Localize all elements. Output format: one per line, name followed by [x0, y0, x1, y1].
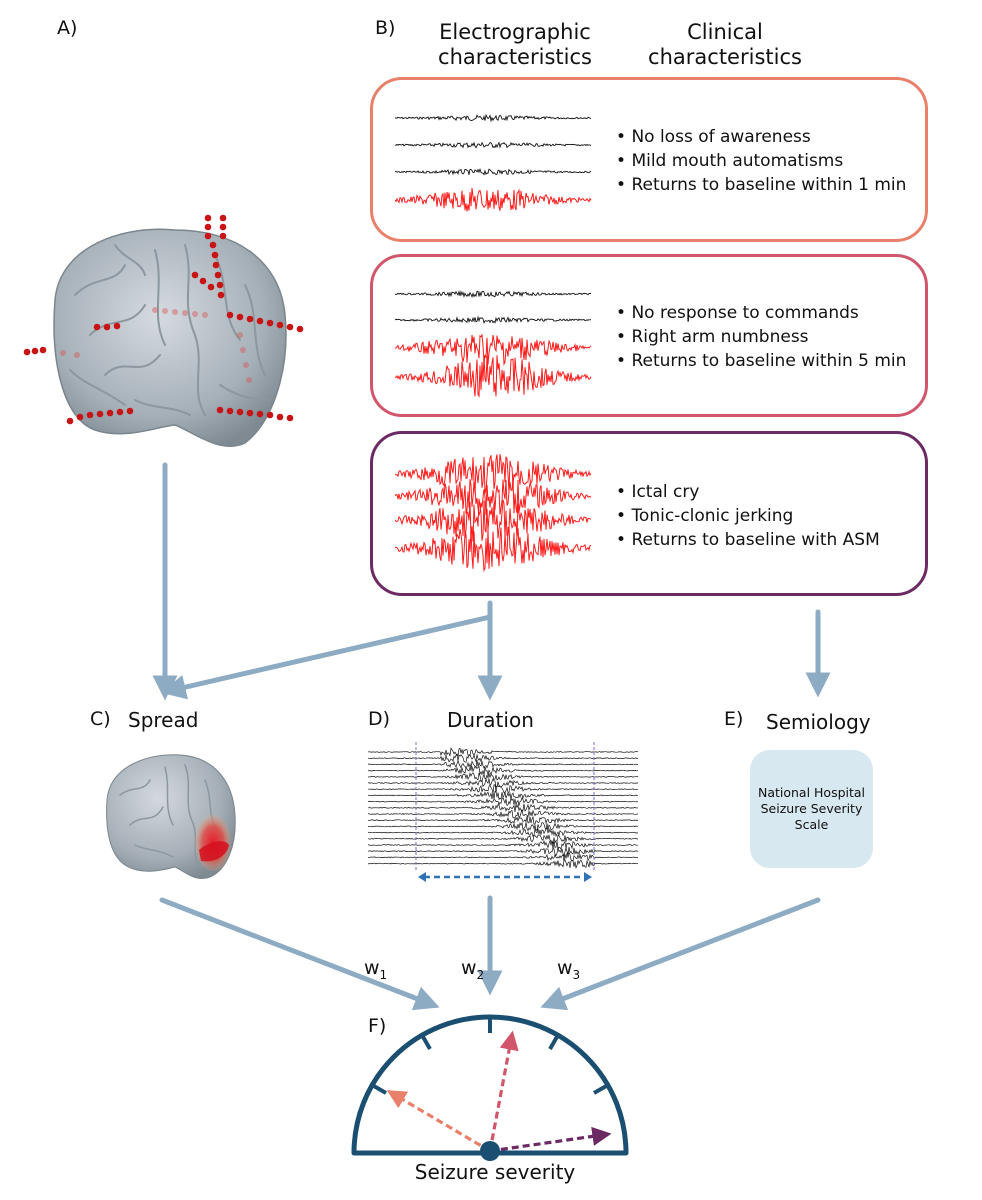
duration-eeg-channel	[368, 839, 639, 851]
electrographic-header-line2: characteristics	[438, 45, 592, 69]
duration-span-arrowhead	[418, 872, 426, 882]
semiology-scale-line1: National Hospital	[757, 785, 866, 800]
duration-eeg-channel	[368, 777, 639, 788]
duration-eeg-channel	[368, 827, 639, 838]
duration-eeg-channel	[368, 834, 638, 845]
box-mild-item-3: Returns to baseline within 1 min	[616, 173, 906, 197]
duration-eeg-channel	[368, 790, 639, 801]
eeg-trace-active	[395, 478, 592, 516]
box-mild-clinical-list: No loss of awareness Mild mouth automati…	[616, 125, 906, 197]
weight-w3: w3	[557, 957, 580, 982]
box-mild-item-2: Mild mouth automatisms	[616, 149, 906, 173]
semiology-scale-line2: Seizure Severity	[760, 801, 863, 816]
eeg-trace-baseline	[395, 290, 592, 299]
clinical-header-line2: characteristics	[648, 45, 802, 69]
panel-f-label: F)	[368, 1015, 387, 1037]
eeg-trace-active	[395, 333, 592, 367]
duration-span-arrowhead	[584, 872, 592, 882]
clinical-header: Clinical characteristics	[630, 20, 820, 70]
duration-eeg-channel	[368, 784, 639, 794]
semiology-label: Semiology	[766, 710, 871, 734]
weight-w2-sub: 2	[476, 967, 485, 982]
gauge-needle-moderate	[488, 1030, 519, 1152]
box-mild-item-1: No loss of awareness	[616, 125, 906, 149]
weight-w2: w2	[461, 957, 484, 982]
gauge-tick	[420, 1034, 432, 1050]
spread-brain-image	[106, 754, 236, 879]
panel-b-label: B)	[375, 17, 396, 39]
duration-eeg-channel	[368, 809, 639, 819]
eeg-trace-baseline	[395, 315, 592, 325]
box-severe-clinical-list: Ictal cry Tonic-clonic jerking Returns t…	[616, 480, 880, 552]
duration-eeg-channel	[368, 765, 639, 776]
duration-eeg-channel	[368, 772, 639, 783]
gauge-tick	[548, 1034, 560, 1050]
electrographic-header-line1: Electrographic	[439, 20, 591, 44]
weight-w2-base: w	[461, 957, 477, 979]
gauge-tick	[593, 1083, 609, 1095]
eeg-trace-active	[395, 454, 592, 494]
weight-w3-base: w	[557, 957, 573, 979]
gauge-pivot	[480, 1141, 500, 1161]
box-severe-item-3: Returns to baseline with ASM	[616, 528, 879, 552]
panel-a-label: A)	[57, 17, 78, 39]
duration-eeg-channel	[368, 796, 639, 806]
panel-e-label: E)	[724, 708, 744, 730]
eeg-trace-baseline	[395, 167, 592, 176]
duration-eeg-channel	[368, 859, 639, 870]
weight-w3-sub: 3	[572, 967, 581, 982]
box-moderate-item-1: No response to commands	[616, 301, 906, 325]
severity-gauge	[351, 1014, 629, 1161]
duration-eeg-channel	[368, 803, 639, 813]
duration-eeg-channel	[368, 753, 638, 763]
weight-w1: w1	[364, 957, 387, 982]
eeg-trace-active	[395, 355, 592, 398]
panel-c-label: C)	[90, 708, 111, 730]
panel-d-label: D)	[368, 708, 391, 730]
gauge-needle-severe	[489, 1126, 612, 1153]
eeg-trace-active	[395, 526, 592, 573]
box-severe-item-1: Ictal cry	[616, 480, 880, 504]
semiology-scale-line3: Scale	[794, 817, 829, 832]
spread-label: Spread	[128, 708, 199, 732]
duration-eeg-channel	[368, 821, 639, 832]
gauge-needle-mild	[386, 1090, 491, 1153]
gauge-dial	[351, 1014, 629, 1156]
eeg-trace-active	[395, 187, 592, 212]
eeg-traces	[395, 113, 592, 573]
weight-w1-base: w	[364, 957, 380, 979]
weight-w1-sub: 1	[379, 967, 388, 982]
duration-eeg-channel	[368, 852, 639, 862]
eeg-trace-active	[395, 498, 592, 542]
duration-eeg-channel	[368, 815, 639, 825]
duration-eeg-channel	[368, 759, 639, 770]
clinical-header-line1: Clinical	[687, 20, 763, 44]
box-moderate-item-2: Right arm numbness	[616, 325, 906, 349]
arrow-semiology-to-severity	[540, 897, 821, 1011]
box-severe-item-2: Tonic-clonic jerking	[616, 504, 880, 528]
arrow-spread-to-severity	[159, 897, 440, 1011]
electrode-contacts	[23, 214, 304, 425]
arrow-b-to-spread	[160, 600, 493, 700]
duration-eeg-image	[368, 742, 639, 882]
electrographic-header: Electrographic characteristics	[425, 20, 605, 70]
seizure-severity-label: Seizure severity	[414, 1160, 576, 1184]
gauge-tick	[371, 1083, 387, 1095]
eeg-trace-baseline	[395, 141, 592, 149]
semiology-scale-box: National Hospital Seizure Severity Scale	[750, 750, 873, 868]
box-moderate-item-3: Returns to baseline within 5 min	[616, 349, 906, 373]
duration-label: Duration	[447, 708, 534, 732]
duration-eeg-channel	[368, 747, 639, 757]
brain-electrode-image	[23, 214, 304, 447]
duration-eeg-channel	[368, 846, 639, 857]
box-moderate-clinical-list: No response to commands Right arm numbne…	[616, 301, 906, 373]
eeg-trace-baseline	[395, 113, 592, 123]
